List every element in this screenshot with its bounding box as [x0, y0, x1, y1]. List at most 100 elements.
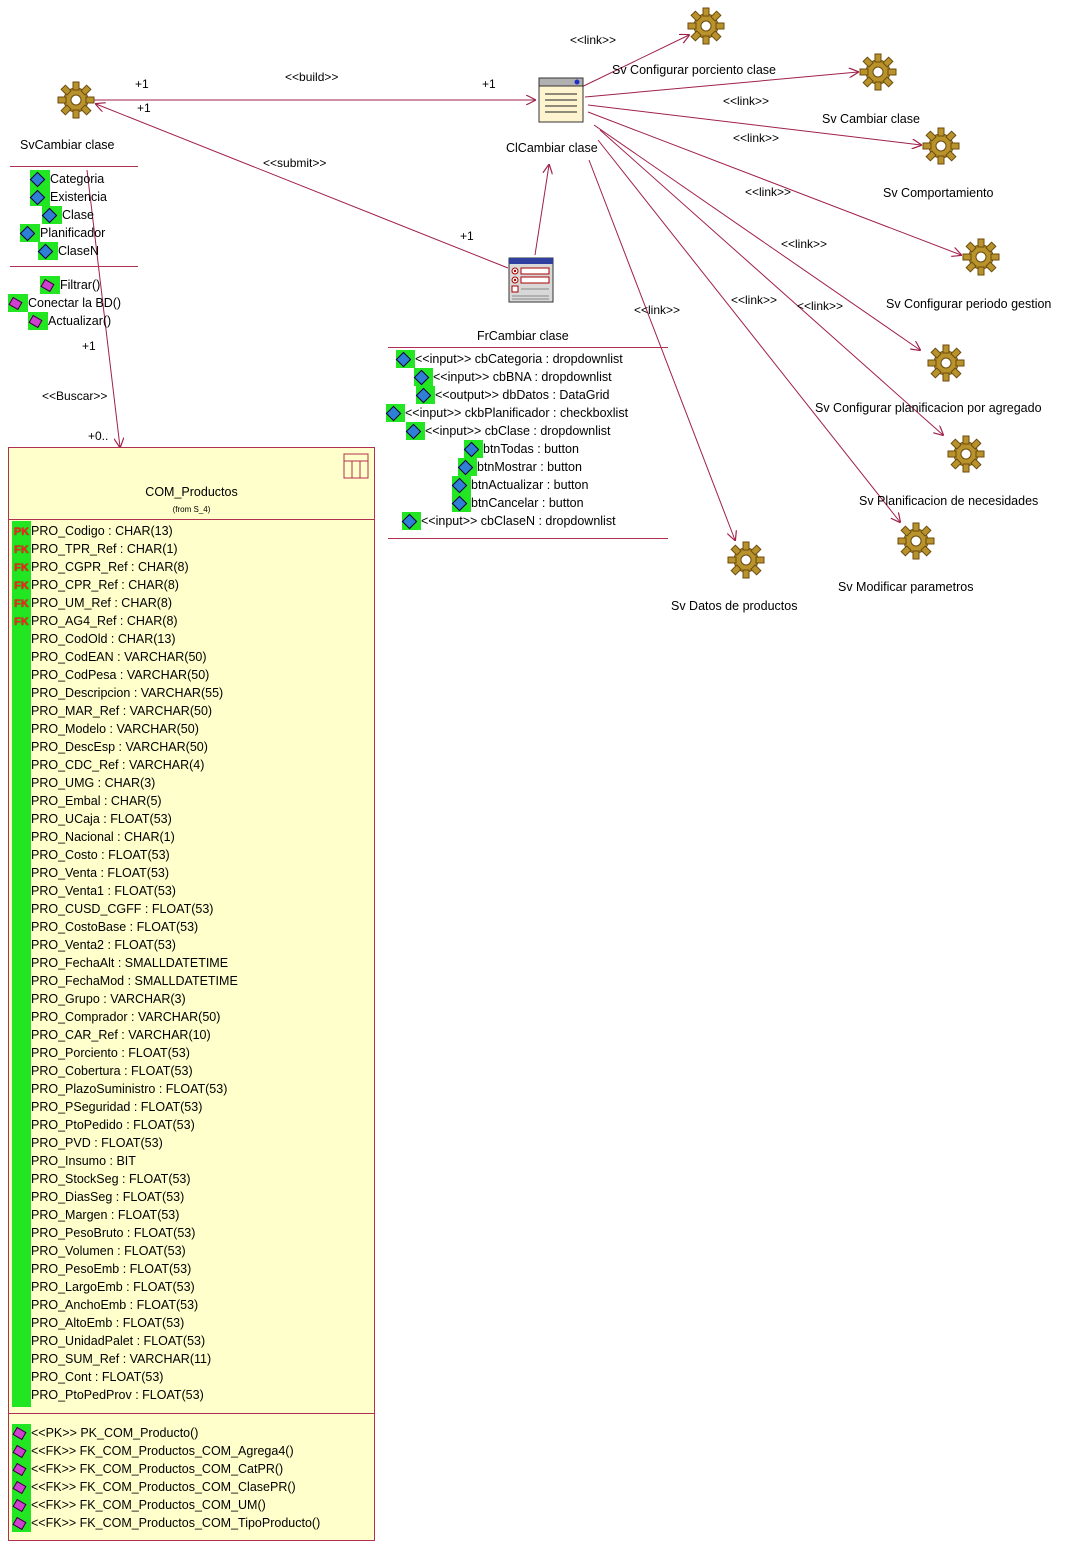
column-text: PRO_FechaMod : SMALLDATETIME	[31, 974, 238, 988]
sv-cambiar-divider-1	[10, 166, 138, 167]
attribute-icon	[401, 513, 418, 530]
link-stereotype: <<link>>	[797, 299, 844, 313]
key-marker: FK	[14, 598, 29, 610]
attribute-item: btnActualizar : button	[471, 478, 589, 492]
attribute-item: Categoria	[50, 172, 105, 186]
table-column-row: PRO_Insumo : BIT	[12, 1152, 136, 1170]
buscar-line	[86, 169, 120, 447]
attribute-item: ClaseN	[58, 244, 99, 258]
server-label: Sv Configurar planificacion por agregado	[815, 401, 1042, 415]
column-text: PRO_Porciento : FLOAT(53)	[31, 1046, 190, 1060]
table-operation-row: <<FK>> FK_COM_Productos_COM_UM()	[12, 1496, 266, 1514]
table-operation-row: <<PK>> PK_COM_Producto()	[12, 1424, 198, 1442]
attribute-item: <<input>> cbCategoria : dropdownlist	[415, 352, 623, 366]
column-text: PRO_Descripcion : VARCHAR(55)	[31, 686, 224, 700]
server-label: Sv Configurar periodo gestion	[886, 297, 1052, 311]
key-marker: FK	[14, 616, 29, 628]
server-page-gear-icon[interactable]	[946, 434, 986, 474]
column-text: PRO_SUM_Ref : VARCHAR(11)	[31, 1352, 212, 1366]
column-text: PRO_Nacional : CHAR(1)	[31, 830, 175, 844]
column-text: PRO_CostoBase : FLOAT(53)	[31, 920, 199, 934]
column-text: PRO_TPR_Ref : CHAR(1)	[31, 542, 178, 556]
column-text: PRO_Cobertura : FLOAT(53)	[31, 1064, 193, 1078]
table-column-row: PRO_LargoEmb : FLOAT(53)	[12, 1278, 195, 1296]
key-marker: FK	[14, 544, 29, 556]
table-column-row: PRO_UCaja : FLOAT(53)	[12, 810, 172, 828]
operation-item: Conectar la BD()	[28, 296, 122, 310]
server-page-gear-icon[interactable]	[921, 126, 961, 166]
column-text: PRO_Venta : FLOAT(53)	[31, 866, 170, 880]
link-line-5	[593, 124, 920, 350]
column-text: PRO_CodOld : CHAR(13)	[31, 632, 176, 646]
build-stereotype: <<build>>	[285, 70, 339, 84]
server-label: Sv Configurar porciento clase	[612, 63, 776, 77]
attribute-item: <<output>> dbDatos : DataGrid	[435, 388, 610, 402]
server-label: Sv Comportamiento	[883, 186, 994, 200]
column-text: PRO_CGPR_Ref : CHAR(8)	[31, 560, 189, 574]
table-operation-row: <<FK>> FK_COM_Productos_COM_CatPR()	[12, 1460, 283, 1478]
column-text: PRO_CUSD_CGFF : FLOAT(53)	[31, 902, 214, 916]
link-stereotype: <<link>>	[733, 131, 780, 145]
sv-cambiar-operations: Filtrar() Conectar la BD() Actualizar()	[8, 276, 121, 330]
server-page-gear-icon[interactable]	[961, 237, 1001, 277]
key-marker: FK	[14, 562, 29, 574]
client-page-icon[interactable]	[537, 76, 585, 124]
server-page-gear-icon[interactable]	[926, 343, 966, 383]
table-from: (from S_4)	[172, 505, 211, 514]
attribute-icon	[395, 351, 412, 368]
table-column-row: PRO_CodOld : CHAR(13)	[12, 630, 176, 648]
com-productos-table[interactable]	[8, 447, 375, 1541]
attribute-icon	[29, 171, 46, 188]
table-column-row: PRO_DiasSeg : FLOAT(53)	[12, 1188, 184, 1206]
fr-cambiar-title: FrCambiar clase	[477, 329, 569, 343]
form-to-class-line	[534, 165, 549, 256]
table-column-row: PRO_Comprador : VARCHAR(50)	[12, 1008, 220, 1026]
table-column-row: PRO_PtoPedido : FLOAT(53)	[12, 1116, 195, 1134]
column-text: PRO_UCaja : FLOAT(53)	[31, 812, 172, 826]
server-label: Sv Cambiar clase	[822, 112, 920, 126]
table-column-row: PRO_Venta2 : FLOAT(53)	[12, 936, 176, 954]
table-icon	[343, 453, 369, 479]
server-page-gear-icon[interactable]	[56, 80, 96, 120]
column-text: PRO_Venta2 : FLOAT(53)	[31, 938, 176, 952]
key-marker: PK	[13, 526, 30, 538]
link-stereotype: <<link>>	[723, 94, 770, 108]
fr-cambiar-attributes: <<input>> cbCategoria : dropdownlist <<i…	[385, 350, 628, 530]
server-label: Sv Planificacion de necesidades	[859, 494, 1039, 508]
attribute-icon	[37, 243, 54, 260]
table-column-row: PRO_PtoPedProv : FLOAT(53)	[12, 1386, 204, 1404]
table-column-row: PRO_AltoEmb : FLOAT(53)	[12, 1314, 184, 1332]
table-column-row: PRO_Venta : FLOAT(53)	[12, 864, 169, 882]
table-column-row: PRO_Costo : FLOAT(53)	[12, 846, 170, 864]
table-column-row: PRO_StockSeg : FLOAT(53)	[12, 1170, 191, 1188]
attribute-item: Existencia	[50, 190, 107, 204]
multiplicity-label: +1	[482, 77, 496, 91]
table-column-row: PRO_PVD : FLOAT(53)	[12, 1134, 163, 1152]
link-stereotype: <<link>>	[781, 237, 828, 251]
multiplicity-label: +1	[460, 229, 474, 243]
table-column-row: PRO_Volumen : FLOAT(53)	[12, 1242, 186, 1260]
server-page-gear-icon[interactable]	[686, 6, 726, 46]
attribute-item: <<input>> cbClaseN : dropdownlist	[421, 514, 616, 528]
column-text: PRO_Margen : FLOAT(53)	[31, 1208, 180, 1222]
link-line-1	[564, 35, 689, 96]
link-line-6	[599, 129, 943, 435]
operation-icon	[12, 1427, 27, 1441]
table-column-row: PRO_Nacional : CHAR(1)	[12, 828, 175, 846]
sv-cambiar-divider-2	[10, 266, 138, 267]
form-icon[interactable]	[507, 256, 555, 304]
operation-icon	[12, 1481, 27, 1495]
attribute-item: btnTodas : button	[483, 442, 579, 456]
multiplicity-label: +1	[82, 339, 96, 353]
column-text: PRO_CodPesa : VARCHAR(50)	[31, 668, 210, 682]
table-operation-row: <<FK>> FK_COM_Productos_COM_Agrega4()	[12, 1442, 294, 1460]
table-column-row: PRO_CUSD_CGFF : FLOAT(53)	[12, 900, 213, 918]
server-page-gear-icon[interactable]	[858, 52, 898, 92]
server-page-gear-icon[interactable]	[896, 521, 936, 561]
attribute-item: <<input>> cbClase : dropdownlist	[425, 424, 611, 438]
buscar-stereotype: <<Buscar>>	[42, 389, 108, 403]
attribute-icon	[29, 189, 46, 206]
server-page-gear-icon[interactable]	[726, 540, 766, 580]
